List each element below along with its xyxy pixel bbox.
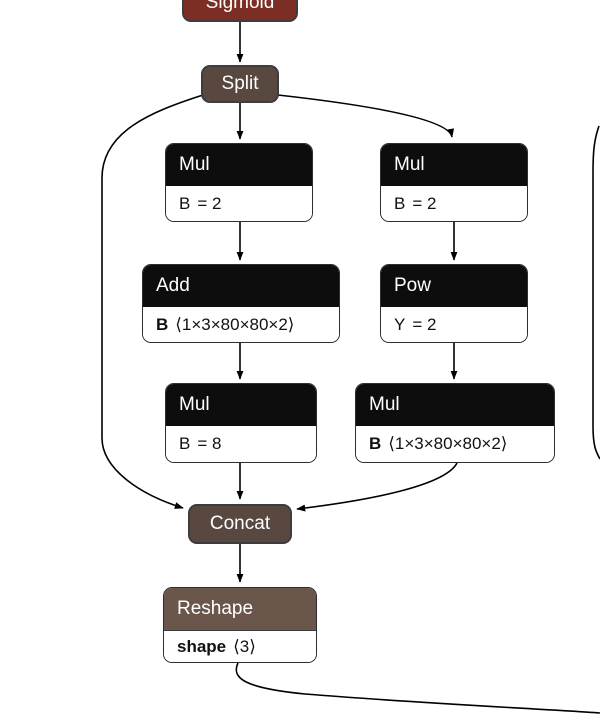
node-add-attr: B ⟨1×3×80×80×2⟩ <box>143 307 339 342</box>
node-sigmoid-label: Sigmoid <box>205 0 275 13</box>
node-mul-left-1-attr: B = 2 <box>166 186 312 221</box>
node-concat-label: Concat <box>209 513 271 534</box>
attr-name: B <box>156 314 169 334</box>
attr-name: shape <box>177 636 227 656</box>
attr-value: = 2 <box>412 314 437 334</box>
attr-name: B <box>369 434 382 453</box>
edge-reshape-offscreen <box>235 662 600 714</box>
attr-value: ⟨1×3×80×80×2⟩ <box>388 434 508 453</box>
attr-name: B <box>179 193 191 213</box>
node-mul-left-2-title: Mul <box>166 384 316 426</box>
node-mul-left-1[interactable]: Mul B = 2 <box>165 143 313 222</box>
node-pow-attr: Y = 2 <box>381 307 527 342</box>
node-reshape[interactable]: Reshape shape ⟨3⟩ <box>163 587 317 663</box>
node-mul-right-1[interactable]: Mul B = 2 <box>380 143 528 222</box>
node-reshape-attr: shape ⟨3⟩ <box>164 631 316 662</box>
attr-value: = 8 <box>197 434 222 453</box>
node-mul-right-2-attr: B ⟨1×3×80×80×2⟩ <box>356 426 554 462</box>
node-mul-left-2[interactable]: Mul B = 8 <box>165 383 317 463</box>
attr-name: B <box>179 434 191 453</box>
node-reshape-title: Reshape <box>164 588 316 631</box>
node-concat[interactable]: Concat <box>188 504 292 544</box>
attr-name: Y <box>394 314 406 334</box>
node-add-title: Add <box>143 265 339 307</box>
node-mul-left-2-attr: B = 8 <box>166 426 316 462</box>
attr-value: ⟨3⟩ <box>233 636 256 656</box>
edge-mul-right2-concat <box>296 462 458 512</box>
edge-offscreen-right-bypass <box>592 125 600 460</box>
attr-value: = 2 <box>197 193 222 213</box>
edge-split-concat-left-bypass <box>101 94 204 509</box>
node-pow-title: Pow <box>381 265 527 307</box>
attr-value: = 2 <box>412 193 437 213</box>
node-add[interactable]: Add B ⟨1×3×80×80×2⟩ <box>142 264 340 343</box>
node-split[interactable]: Split <box>201 65 279 103</box>
node-mul-right-1-attr: B = 2 <box>381 186 527 221</box>
attr-name: B <box>394 193 406 213</box>
node-mul-right-2[interactable]: Mul B ⟨1×3×80×80×2⟩ <box>355 383 555 463</box>
node-sigmoid[interactable]: Sigmoid <box>182 0 298 22</box>
node-split-label: Split <box>221 73 259 94</box>
node-pow[interactable]: Pow Y = 2 <box>380 264 528 343</box>
attr-value: ⟨1×3×80×80×2⟩ <box>175 314 295 334</box>
node-mul-right-2-title: Mul <box>356 384 554 426</box>
node-mul-left-1-title: Mul <box>166 144 312 186</box>
node-mul-right-1-title: Mul <box>381 144 527 186</box>
edge-split-mul-right <box>277 94 455 138</box>
